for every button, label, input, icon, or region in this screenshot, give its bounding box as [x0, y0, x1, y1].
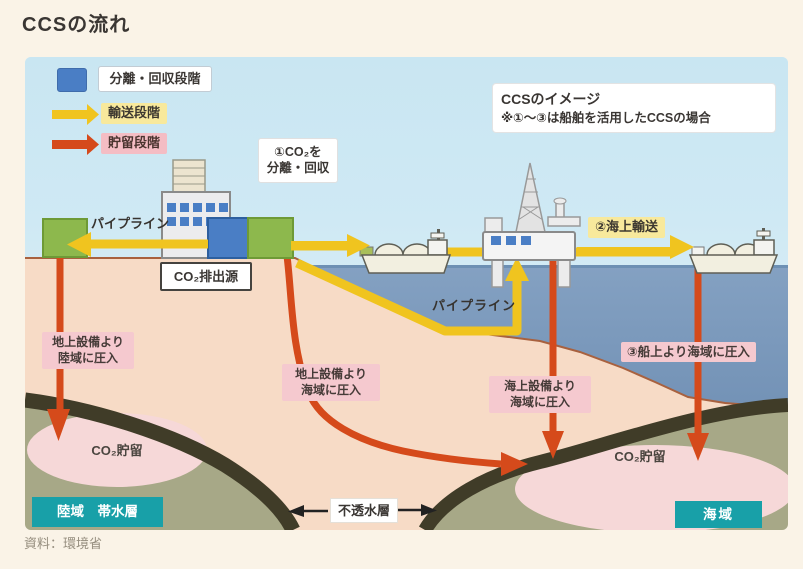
- inject-curve-arrow: [283, 255, 528, 476]
- to-ship-arrow: [291, 234, 370, 257]
- pipeline-sea-label: パイプライン: [432, 298, 517, 313]
- capture-facility-blue: [207, 217, 249, 259]
- step2-label: ②海上輸送: [588, 217, 666, 238]
- facility-green-right: [247, 217, 294, 259]
- impermeable-layer-label: 不透水層: [330, 498, 398, 523]
- inject-sea-line1: 地上設備より: [295, 367, 367, 381]
- offshore-platform: [482, 162, 581, 288]
- inject-land-line2: 陸域に圧入: [57, 350, 118, 365]
- legend-capture-label: 分離・回収段階: [98, 66, 212, 92]
- co2-storage-right-label: CO₂貯留: [614, 449, 666, 464]
- source-attribution: 資料：環境省: [24, 536, 103, 551]
- carrier-ship-2: [688, 228, 779, 274]
- step1-label: ①CO₂を 分離・回収: [258, 138, 338, 183]
- sea: [309, 265, 788, 408]
- legend-transport-arrow: [52, 104, 99, 125]
- inject-platform-label: 海上設備より 海域に圧入: [489, 376, 591, 414]
- co2-storage-left-label: CO₂貯留: [91, 443, 143, 458]
- pipeline-land-label: パイプライン: [91, 216, 170, 231]
- legend-capture-swatch: [57, 68, 87, 92]
- step1-line1: ①CO₂を: [274, 145, 322, 159]
- ccs-diagram: 分離・回収段階 輸送段階 貯留段階 CCSのイメージ ※①～③は船舶を活用したC…: [25, 57, 788, 530]
- inject-sea-line2: 海域に圧入: [300, 382, 361, 397]
- land-aquifer-badge: 陸域 帯水層: [32, 497, 163, 527]
- inject-platform-line1: 海上設備より: [504, 379, 576, 393]
- seabed-pipeline-arrow: [295, 257, 529, 336]
- info-box-line1: CCSのイメージ: [501, 91, 601, 107]
- legend-transport-label: 輸送段階: [101, 103, 168, 124]
- inject-land-line1: 地上設備より: [52, 335, 124, 349]
- inject-platform-line2: 海域に圧入: [509, 394, 570, 409]
- step3-label: ③船上より海域に圧入: [621, 342, 756, 363]
- impermeable-pointer-arrows: [288, 504, 437, 517]
- step1-line2: 分離・回収: [266, 161, 330, 176]
- legend-storage-label: 貯留段階: [101, 133, 168, 154]
- co2-source-label: CO₂排出源: [160, 262, 252, 291]
- platform-inject-arrow: [542, 253, 564, 459]
- pipeline-left-arrow: [67, 232, 208, 257]
- legend-storage-arrow: [52, 134, 99, 155]
- page-title: CCSの流れ: [22, 14, 131, 36]
- carrier-ship-1: [359, 229, 452, 274]
- inject-sea-label: 地上設備より 海域に圧入: [282, 364, 380, 402]
- info-box-line2: ※①～③は船舶を活用したCCSの場合: [501, 111, 711, 126]
- info-box: CCSのイメージ ※①～③は船舶を活用したCCSの場合: [492, 83, 776, 134]
- left-impermeable-band: [25, 392, 300, 530]
- sea-transport-arrow: [577, 235, 694, 259]
- right-impermeable-band: [418, 398, 788, 530]
- inject-land-label: 地上設備より 陸域に圧入: [42, 332, 134, 370]
- sea-area-badge: 海域: [675, 501, 762, 528]
